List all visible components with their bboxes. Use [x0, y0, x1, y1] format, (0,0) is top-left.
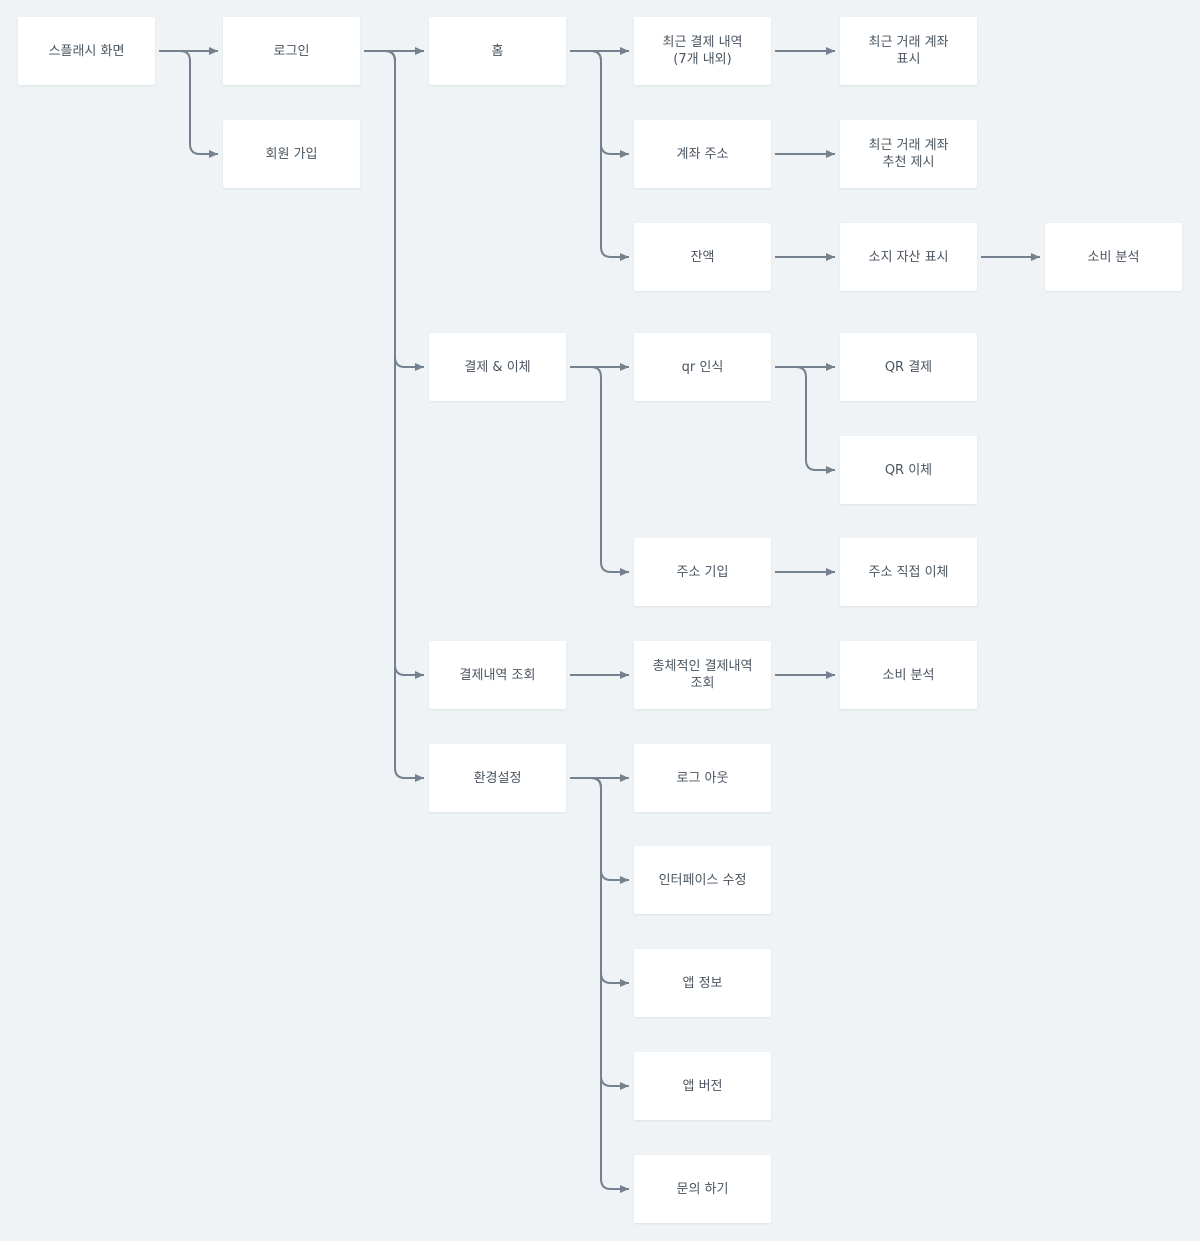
- connector-arrow: [570, 777, 629, 1090]
- node-inquiry[interactable]: 문의 하기: [634, 1155, 771, 1223]
- node-spending-analysis[interactable]: 소비 분석: [1045, 223, 1182, 291]
- connector-arrow: [570, 366, 629, 576]
- connector-arrow: [364, 50, 424, 782]
- node-label: 잔액: [690, 249, 715, 265]
- node-address-entry[interactable]: 주소 기입: [634, 538, 771, 606]
- node-label: 환경설정: [473, 770, 522, 786]
- node-qr-payment[interactable]: QR 결제: [840, 333, 977, 401]
- connector-arrow: [570, 50, 629, 261]
- node-qr-transfer[interactable]: QR 이체: [840, 436, 977, 504]
- node-label: QR 이체: [884, 462, 933, 478]
- node-signup[interactable]: 회원 가입: [223, 120, 360, 188]
- node-settings[interactable]: 환경설정: [429, 744, 566, 812]
- node-label: QR 결제: [884, 359, 933, 375]
- node-label: 최근 거래 계좌 표시: [868, 35, 949, 67]
- node-label: 결제 & 이체: [464, 359, 531, 375]
- node-interface-edit[interactable]: 인터페이스 수정: [634, 846, 771, 914]
- node-label: 총체적인 결제내역 조회: [652, 659, 753, 691]
- connector-arrow: [570, 777, 629, 1193]
- node-label: 주소 기입: [676, 564, 729, 580]
- node-app-version[interactable]: 앱 버전: [634, 1052, 771, 1120]
- connector-arrow: [159, 50, 218, 158]
- node-label: 주소 직접 이체: [868, 564, 949, 580]
- node-assets-show[interactable]: 소지 자산 표시: [840, 223, 977, 291]
- node-payment-transfer[interactable]: 결제 & 이체: [429, 333, 566, 401]
- node-account-address[interactable]: 계좌 주소: [634, 120, 771, 188]
- node-total-payment-history[interactable]: 총체적인 결제내역 조회: [634, 641, 771, 709]
- node-label: 결제내역 조회: [459, 667, 536, 683]
- node-recent-account-suggest[interactable]: 최근 거래 계좌 추천 제시: [840, 120, 977, 188]
- node-label: 회원 가입: [265, 146, 318, 162]
- node-label: 홈: [491, 43, 504, 59]
- connector-arrow: [570, 777, 629, 884]
- node-label: 문의 하기: [676, 1181, 729, 1197]
- node-qr-scan[interactable]: qr 인식: [634, 333, 771, 401]
- node-direct-transfer[interactable]: 주소 직접 이체: [840, 538, 977, 606]
- node-label: 최근 거래 계좌 추천 제시: [868, 138, 949, 170]
- node-label: 최근 결제 내역 (7개 내외): [662, 35, 743, 67]
- node-spending-analysis[interactable]: 소비 분석: [840, 641, 977, 709]
- node-label: 로그 아웃: [676, 770, 729, 786]
- node-label: 소비 분석: [1087, 249, 1140, 265]
- node-recent-account-show[interactable]: 최근 거래 계좌 표시: [840, 17, 977, 85]
- node-splash-screen[interactable]: 스플래시 화면: [18, 17, 155, 85]
- node-label: 앱 정보: [682, 975, 723, 991]
- node-label: 계좌 주소: [676, 146, 729, 162]
- node-label: 소비 분석: [882, 667, 935, 683]
- node-label: 인터페이스 수정: [658, 872, 747, 888]
- node-label: 소지 자산 표시: [868, 249, 949, 265]
- node-payment-history[interactable]: 결제내역 조회: [429, 641, 566, 709]
- connector-arrow: [775, 366, 835, 474]
- node-logout[interactable]: 로그 아웃: [634, 744, 771, 812]
- node-app-info[interactable]: 앱 정보: [634, 949, 771, 1017]
- node-recent-payments[interactable]: 최근 결제 내역 (7개 내외): [634, 17, 771, 85]
- node-login[interactable]: 로그인: [223, 17, 360, 85]
- node-home[interactable]: 홈: [429, 17, 566, 85]
- node-label: qr 인식: [681, 359, 724, 375]
- node-balance[interactable]: 잔액: [634, 223, 771, 291]
- node-label: 로그인: [273, 43, 310, 59]
- connector-arrow: [570, 50, 629, 158]
- node-label: 스플래시 화면: [48, 43, 125, 59]
- node-label: 앱 버전: [682, 1078, 723, 1094]
